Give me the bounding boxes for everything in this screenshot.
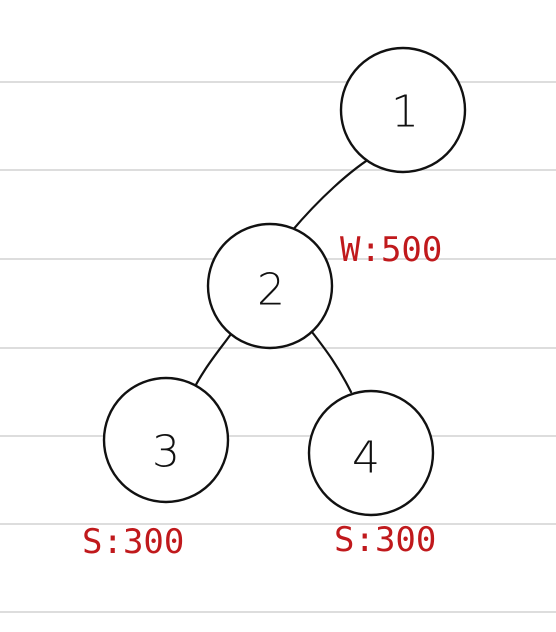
node-label: 1 <box>391 87 419 138</box>
node-circle <box>307 389 435 517</box>
node-circle <box>206 222 334 350</box>
annotation-node4-size: S:300 <box>334 520 436 560</box>
annotation-node3-size: S:300 <box>82 522 184 562</box>
node-label: 4 <box>352 433 380 484</box>
tree-node-1: 1 <box>339 46 467 174</box>
tree-node-4: 4 <box>307 389 435 517</box>
node-circle <box>339 46 467 174</box>
node-label: 3 <box>152 427 180 478</box>
node-circle <box>102 376 230 504</box>
edge-1-2 <box>289 152 379 234</box>
annotation-node2-weight: W:500 <box>340 230 442 270</box>
tree-node-3: 3 <box>102 376 230 504</box>
tree-node-2: 2 <box>206 222 334 350</box>
edge-2-4 <box>310 330 353 394</box>
node-label: 2 <box>257 265 285 316</box>
